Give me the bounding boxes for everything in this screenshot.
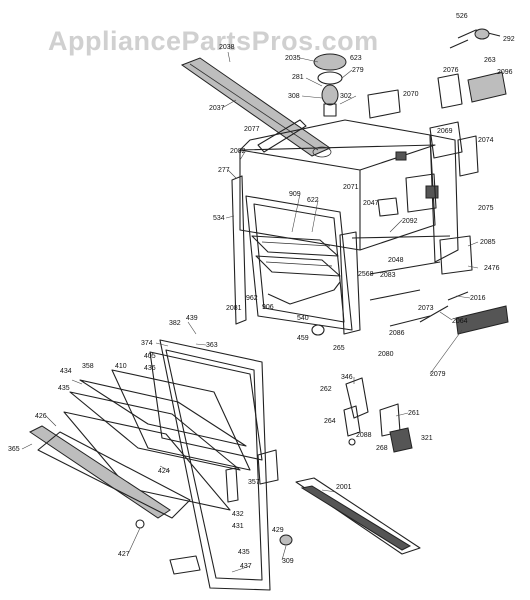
label-309: 309: [282, 558, 294, 565]
side-panels: [367, 71, 509, 335]
label-2069: 2069: [437, 128, 453, 135]
oven-front-frame: [245, 195, 353, 331]
label-426: 426: [35, 413, 47, 420]
label-2096: 2096: [497, 69, 513, 76]
label-2047: 2047: [363, 200, 379, 207]
label-265: 265: [333, 345, 345, 352]
label-2077: 2077: [244, 126, 260, 133]
door-handle: [29, 425, 191, 519]
label-346: 346: [341, 374, 353, 381]
label-268: 268: [376, 445, 388, 452]
label-357: 357: [248, 479, 260, 486]
label-262: 262: [320, 386, 332, 393]
label-382: 382: [169, 320, 181, 327]
label-321: 321: [421, 435, 433, 442]
label-2048: 2048: [388, 257, 404, 264]
label-2080: 2080: [378, 351, 394, 358]
oven-racks: [251, 235, 341, 305]
label-429: 429: [272, 527, 284, 534]
label-2085: 2085: [480, 239, 496, 246]
label-264: 264: [324, 418, 336, 425]
label-427: 427: [118, 551, 130, 558]
label-2016: 2016: [470, 295, 486, 302]
label-281: 281: [292, 74, 304, 81]
label-439: 439: [186, 315, 198, 322]
label-2476: 2476: [484, 265, 500, 272]
label-2070: 2070: [403, 91, 419, 98]
label-435-lower: 435: [238, 549, 250, 556]
door-glass-layers: [63, 351, 263, 511]
kick-panel: [295, 477, 421, 555]
label-2568: 2568: [358, 271, 374, 278]
label-308: 308: [288, 93, 300, 100]
label-2082: 2082: [230, 148, 246, 155]
label-622: 622: [307, 197, 319, 204]
callout-labels: 526 292 2038 2035 623 279 263 2096 281 2…: [8, 13, 515, 570]
label-2086: 2086: [389, 330, 405, 337]
label-534: 534: [213, 215, 225, 222]
vent-hardware: [449, 28, 501, 49]
label-292: 292: [503, 36, 515, 43]
latch-assembly: [343, 377, 413, 453]
label-405: 405: [144, 353, 156, 360]
label-2064: 2064: [452, 318, 468, 325]
label-962: 962: [246, 295, 258, 302]
door-outer-panel: [159, 339, 271, 591]
label-435: 435: [58, 385, 70, 392]
oven-body: [231, 119, 459, 335]
label-436: 436: [144, 365, 156, 372]
leader-lines: [21, 51, 479, 573]
label-2092: 2092: [402, 218, 418, 225]
top-trim-strip: [180, 57, 332, 157]
label-2079: 2079: [430, 371, 446, 378]
label-2073: 2073: [418, 305, 434, 312]
label-432: 432: [232, 511, 244, 518]
watermark-text: AppliancePartsPros.com: [48, 26, 379, 56]
vent-knob: [313, 53, 347, 117]
label-2074: 2074: [478, 137, 494, 144]
label-279: 279: [352, 67, 364, 74]
label-434: 434: [60, 368, 72, 375]
label-2035: 2035: [285, 55, 301, 62]
label-437: 437: [240, 563, 252, 570]
label-358: 358: [82, 363, 94, 370]
label-431: 431: [232, 523, 244, 530]
label-263: 263: [484, 57, 496, 64]
label-363: 363: [206, 342, 218, 349]
label-459: 459: [297, 335, 309, 342]
label-526: 526: [456, 13, 468, 20]
label-2001: 2001: [336, 484, 352, 491]
label-424: 424: [158, 468, 170, 475]
label-2076: 2076: [443, 67, 459, 74]
label-2088: 2088: [356, 432, 372, 439]
door-hinges: [135, 449, 293, 575]
label-906: 906: [262, 304, 274, 311]
label-2081: 2081: [226, 305, 242, 312]
label-374: 374: [141, 340, 153, 347]
label-2038: 2038: [219, 44, 235, 51]
label-365: 365: [8, 446, 20, 453]
label-540: 540: [297, 315, 309, 322]
label-2083: 2083: [380, 272, 396, 279]
label-2075: 2075: [478, 205, 494, 212]
label-2071: 2071: [343, 184, 359, 191]
label-302: 302: [340, 93, 352, 100]
label-261: 261: [408, 410, 420, 417]
label-277: 277: [218, 167, 230, 174]
label-2037: 2037: [209, 105, 225, 112]
label-410: 410: [115, 363, 127, 370]
label-909: 909: [289, 191, 301, 198]
label-623: 623: [350, 55, 362, 62]
